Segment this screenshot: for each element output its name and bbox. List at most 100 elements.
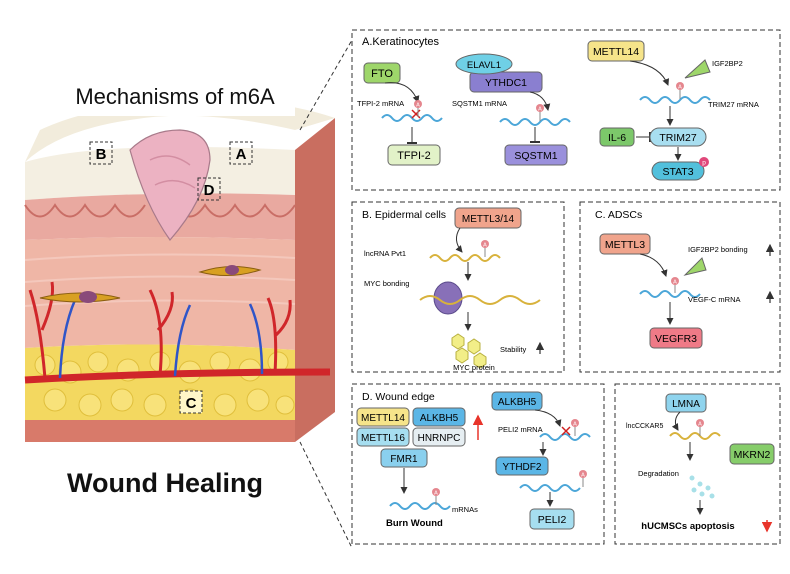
vegfr3-box [649,327,703,349]
m6a-marks-e: A [696,419,704,436]
mettl3-14-arrow [455,227,463,253]
region-box-a [229,141,253,165]
svg-text:A: A [416,103,420,109]
svg-text:A: A [434,491,438,497]
svg-text:A: A [698,422,702,428]
mechanisms-title: Mechanisms of m6A [75,84,275,109]
elavl1-oval [455,53,513,75]
il6-label: IL-6 [608,132,626,144]
phospho-label: p [702,160,706,167]
panel-e-frame [614,383,781,545]
degradation-label: Degradation [638,469,679,478]
mrnas-label: mRNAs [452,505,478,514]
dermis-fibers [24,253,296,307]
panel-b-frame [351,201,565,373]
region-label-d: D [204,182,215,199]
peli2-box [529,508,575,530]
panel-c-frame [579,201,781,373]
wound-scab [129,129,211,241]
mettl3-14-box [454,207,522,229]
stability-label: Stability [500,345,527,354]
fto-label: FTO [371,68,393,80]
igf2bp2-reader-a [684,59,711,79]
region-box-c [179,390,203,414]
myc-bound-strand [419,295,541,305]
lncccar5-label: lncCCKAR5 [626,423,663,430]
sqstm1-mrna-strand [499,118,571,126]
trim27-mrna-label: TRIM27 mRNA [708,100,759,109]
sqstm1-mrna-label: SQSTM1 mRNA [452,99,507,108]
panel-a-title: A.Keratinocytes [362,36,440,48]
tfpi2-box [387,144,441,166]
svg-text:A: A [678,85,682,91]
peli2-mrna-strand-bottom [519,484,581,492]
skin-block-side [295,118,335,442]
fto-box [363,62,401,84]
svg-text:A: A [483,243,487,249]
panel-epidermal-cells: B. Epidermal cells METTL3/14 lncRNA Pvt1… [351,201,565,373]
zoom-line-bottom [299,441,353,549]
fmr1-label: FMR1 [390,454,418,465]
tfpi2-mrna-label: TFPI-2 mRNA [357,99,404,108]
alkbh5-box-d [412,407,466,427]
myc-protein-label: MYC protein [453,363,495,372]
mettl3-label: METTL3 [605,239,645,251]
panel-b-title: B. Epidermal cells [362,209,446,221]
vegfc-mrna-strand [639,290,701,298]
lncrna-label: lncRNA Pvt1 [364,249,406,258]
lmna-arrow [671,411,681,431]
igf2bp2-reader-c [683,257,707,276]
lmna-label: LMNA [672,399,700,410]
region-label-b: B [96,146,107,163]
alkbh5-label-d: ALKBH5 [420,413,459,424]
panel-hucmscs: LMNA lncCCKAR5 MKRN2 Degradation hUCMSCs… [614,383,781,545]
sqstm1-box [504,144,568,166]
ythdf2-box [495,456,549,476]
mettl14-label-a: METTL14 [593,46,639,58]
il6-box [599,127,635,147]
m6a-marks-b: A [481,240,489,257]
trim27-box [649,127,707,147]
m6a-marks-c: A [671,277,679,293]
wound-texture [149,155,196,189]
mkrn2-box [729,443,775,465]
stat3-label: STAT3 [662,166,693,178]
fto-arrow [384,82,420,103]
region-label-c: C [186,395,197,412]
panel-keratinocytes: A.Keratinocytes FTO TFPI-2 mRNA TFPI-2 Y… [351,29,781,191]
myc-protein-hexagons [451,333,487,369]
burn-mrnas-strand [389,502,451,510]
lncccar5-strand [669,432,721,440]
fmr1-box [380,448,428,468]
mkrn2-label: MKRN2 [734,449,771,461]
region-box-d [197,177,221,201]
panel-d-frame [351,383,605,545]
mettl14-box-d [356,407,410,427]
panel-adscs: C. ADSCs METTL3 IGF2BP2 bonding VEGF-C m… [579,201,781,373]
panel-d-title: D. Wound edge [362,391,435,403]
trim27-mrna-strand [639,96,711,104]
mettl14-box-a [587,40,645,62]
m6a-marks-d: A A A [432,419,587,505]
mettl3-14-label: METTL3/14 [462,214,515,225]
mettl3-box [599,233,651,255]
vegfr3-label: VEGFR3 [655,333,697,345]
mettl16-box [356,427,410,447]
degradation-fragments [689,475,715,499]
muscle-layer [25,420,295,442]
trim27-label: TRIM27 [659,132,697,144]
alkbh5-box-right [491,391,543,411]
myc-bonding-label: MYC bonding [364,279,409,288]
burn-wound-label: Burn Wound [386,518,443,529]
svg-text:A: A [538,107,542,113]
elavl1-label: ELAVL1 [467,60,501,71]
mettl3-arrow [639,253,668,277]
peli2-label: PELI2 [538,514,567,526]
ythdc1-label: YTHDC1 [485,77,527,89]
svg-text:A: A [581,473,585,479]
dermal-ridges [24,203,296,218]
peli2-mrna-strand-top [539,433,591,441]
main-artery [24,368,331,384]
hnrnpc-label: HNRNPC [418,433,461,444]
